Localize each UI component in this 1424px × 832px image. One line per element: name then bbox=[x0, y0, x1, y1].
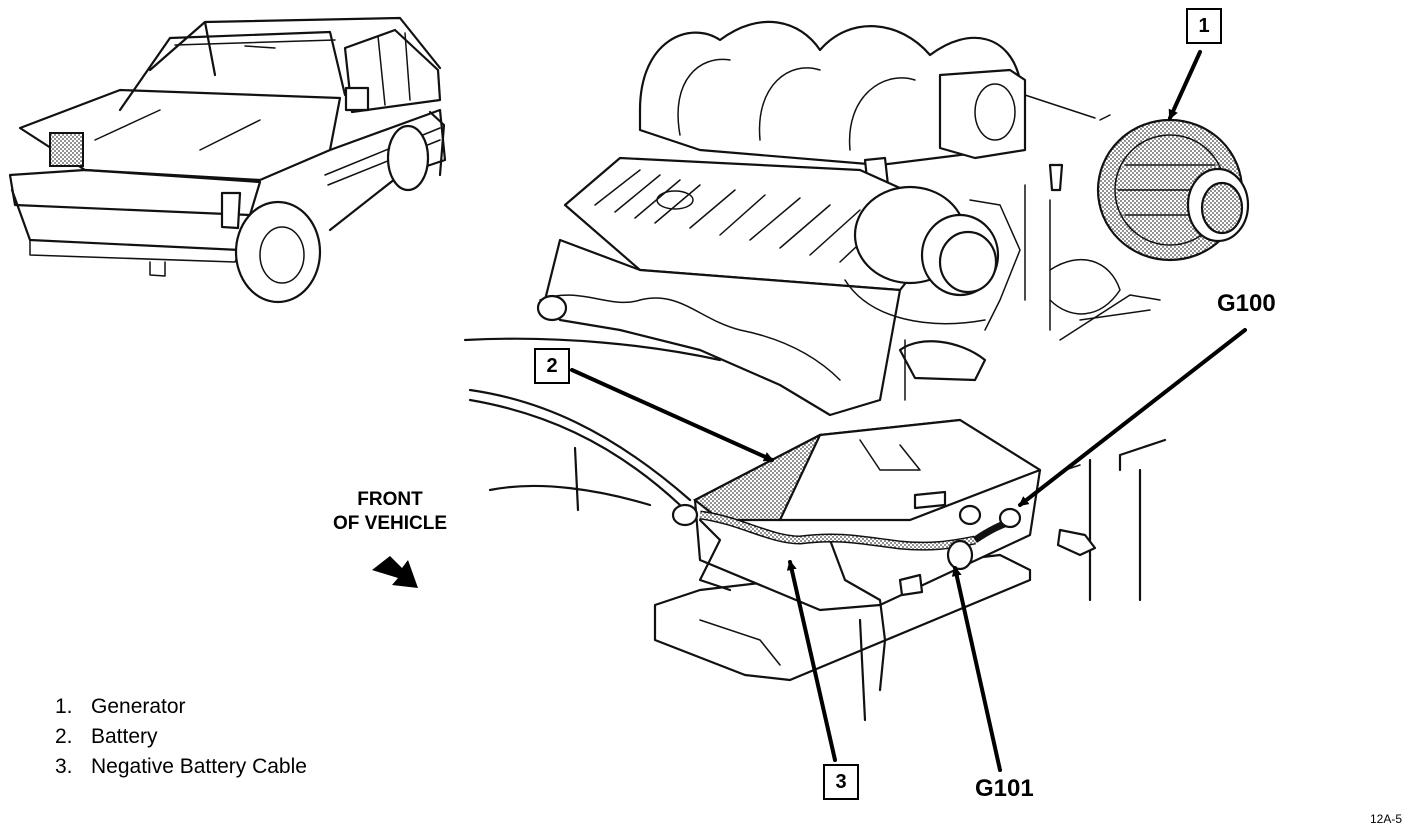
callout-box-2: 2 bbox=[534, 348, 570, 384]
legend-item: 3. Negative Battery Cable bbox=[55, 752, 307, 782]
fender bbox=[463, 337, 1167, 602]
legend-item: 2. Battery bbox=[55, 722, 307, 752]
callout-box-1: 1 bbox=[1186, 8, 1222, 44]
figure-code: 12A-5 bbox=[1370, 812, 1403, 826]
battery-assembly bbox=[653, 418, 1097, 722]
front-line-1: FRONT bbox=[357, 489, 423, 510]
vehicle-illustration bbox=[8, 16, 447, 304]
label-g100: G100 bbox=[1217, 290, 1276, 317]
front-of-vehicle-label: FRONT OF VEHICLE bbox=[300, 488, 480, 536]
legend-item: 1. Generator bbox=[55, 692, 307, 722]
front-direction-arrow bbox=[372, 556, 418, 588]
generator bbox=[1096, 114, 1250, 262]
legend: 1. Generator 2. Battery 3. Negative Batt… bbox=[55, 692, 307, 782]
legend-number: 3. bbox=[55, 755, 73, 778]
legend-number: 2. bbox=[55, 725, 73, 748]
legend-label: Generator bbox=[91, 695, 186, 718]
label-g101: G101 bbox=[975, 775, 1034, 802]
legend-label: Battery bbox=[91, 725, 158, 748]
callout-arrows bbox=[570, 50, 1247, 772]
engine bbox=[536, 20, 1161, 417]
legend-label: Negative Battery Cable bbox=[91, 755, 307, 778]
callout-box-3: 3 bbox=[823, 764, 859, 800]
legend-number: 1. bbox=[55, 695, 73, 718]
front-line-2: OF VEHICLE bbox=[332, 513, 447, 534]
